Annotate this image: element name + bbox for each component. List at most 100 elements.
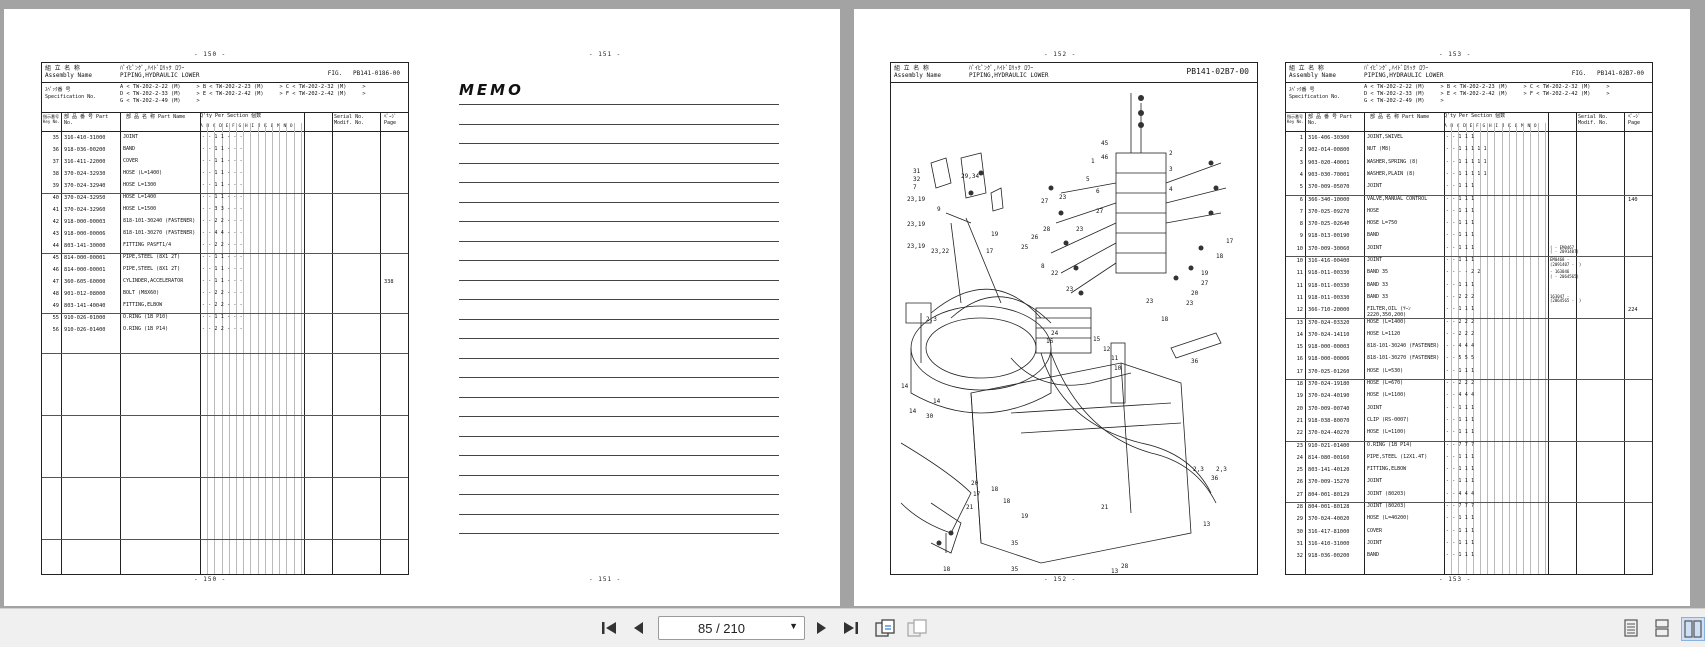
row-qty: - - 4 4 4 xyxy=(1446,393,1474,399)
callout-label: 15 xyxy=(1093,336,1101,343)
col-serial: Serial No. Modif. No. xyxy=(334,114,365,126)
row-part-name: JOINT xyxy=(1367,478,1383,485)
header-label-jp: 組 立 名 称 xyxy=(894,65,929,72)
memo-line xyxy=(459,104,779,105)
row-key-no: 29 xyxy=(1296,516,1303,523)
row-part-name: CLIP (RS-0007) xyxy=(1367,416,1410,423)
memo-line xyxy=(459,143,779,144)
prev-page-button[interactable] xyxy=(627,617,649,639)
single-page-view-button[interactable] xyxy=(1620,617,1642,639)
callout-label: 19 xyxy=(1021,513,1029,520)
figure-number: PB141-02B7-00 xyxy=(1597,70,1644,77)
row-qty: - - 1 1 - - - xyxy=(202,147,243,152)
callout-label: 26 xyxy=(1031,234,1039,241)
column-header: 指示番号 Key No.部 品 番 号 Part No.部 品 名 称 Part… xyxy=(1286,112,1652,132)
rotate-view-button[interactable] xyxy=(873,617,897,639)
row-part-name: FITTING PASFT1/4 xyxy=(123,242,172,248)
row-key-no: 23 xyxy=(1296,442,1303,449)
row-part-name: BAND 33 xyxy=(1367,281,1389,288)
row-key-no: 32 xyxy=(1296,553,1303,560)
row-part-no: 370-025-01260 xyxy=(1308,368,1350,375)
row-part-name: BAND 35 xyxy=(1367,269,1389,276)
row-part-no: 370-009-00740 xyxy=(1308,405,1350,412)
row-key-no: 1 xyxy=(1299,135,1303,141)
callout-label: 46 xyxy=(1101,154,1109,161)
row-qty: - - 1 1 - - - xyxy=(202,315,243,320)
callout-label: 19 xyxy=(1201,270,1209,277)
row-part-no: 370-024-40190 xyxy=(1308,393,1350,400)
last-page-icon xyxy=(844,622,858,634)
callout-label: 18 xyxy=(943,566,951,573)
row-qty: - - 1 1 1 xyxy=(1446,467,1474,473)
row-key-no: 47 xyxy=(52,279,59,285)
first-page-button[interactable] xyxy=(598,617,620,639)
row-qty: - - 1 1 1 xyxy=(1446,454,1474,460)
row-part-no: 910-026-01000 xyxy=(64,315,106,321)
memo-line xyxy=(459,182,779,183)
row-qty: - - 1 1 - - - xyxy=(202,195,243,200)
copy-button[interactable] xyxy=(905,617,929,639)
row-key-no: 28 xyxy=(1296,504,1303,510)
row-part-name: HOSE L=1400 xyxy=(123,194,157,200)
chevron-down-icon[interactable]: ▼ xyxy=(789,621,798,631)
memo-line xyxy=(459,318,779,320)
row-part-no: 902-014-00800 xyxy=(1308,147,1350,154)
row-qty: - - 2 2 2 xyxy=(1446,319,1474,325)
row-qty: - - 1 1 1 xyxy=(1446,245,1474,251)
page-number-field[interactable]: 85 / 210 ▼ xyxy=(658,616,805,640)
memo-line xyxy=(459,221,779,222)
row-qty: - - 1 1 1 xyxy=(1446,208,1474,214)
continuous-view-button[interactable] xyxy=(1651,617,1673,639)
callout-label: 23 xyxy=(1059,194,1067,201)
header-label-en: Assembly Name xyxy=(1289,72,1336,79)
row-part-no: 370-025-02640 xyxy=(1308,221,1350,228)
page-number-bottom: - 151 - xyxy=(589,576,622,583)
row-serial: EM0468 - (2091407 - ) xyxy=(1550,257,1582,267)
row-part-no: 814-080-00160 xyxy=(1308,454,1350,461)
next-page-button[interactable] xyxy=(811,617,833,639)
row-part-no: 366-340-10000 xyxy=(1308,196,1350,203)
memo-line xyxy=(459,396,779,398)
callout-label: 45 xyxy=(1101,140,1109,147)
row-page: 224 xyxy=(1628,307,1638,314)
figure-label: FIG. xyxy=(327,70,343,77)
col-qty: Q'ty Per Section 個数 xyxy=(1444,113,1506,119)
assembly-name-en: PIPING,HYDRAULIC LOWER xyxy=(969,72,1049,79)
row-part-name: HOSE L=750 xyxy=(1367,220,1398,227)
memo-line xyxy=(459,513,779,515)
row-part-no: 910-026-01400 xyxy=(64,327,106,333)
row-qty: - - 1 1 1 xyxy=(1446,196,1474,202)
row-part-name: HOSE (L=40200) xyxy=(1367,515,1410,522)
last-page-button[interactable] xyxy=(840,617,862,639)
page-indicator[interactable]: 85 / 210 xyxy=(698,621,745,636)
two-page-view-button[interactable] xyxy=(1681,617,1705,641)
callout-label: 31 xyxy=(913,168,921,175)
row-part-no: 370-009-15270 xyxy=(1308,479,1350,486)
page-number-bottom: - 153 - xyxy=(1439,576,1472,583)
callout-label: 7 xyxy=(913,184,917,191)
col-qty-letters: A B C D E F G H I J K L M N O xyxy=(200,124,293,129)
row-part-name: FITTING,ELBOW xyxy=(1367,466,1407,473)
callout-label: 19 xyxy=(991,231,999,238)
callout-label: 1 xyxy=(1091,158,1095,165)
row-key-no: 14 xyxy=(1296,331,1303,338)
row-key-no: 5 xyxy=(1299,184,1303,191)
row-part-name: PIPE,STEEL (12X1.4T) xyxy=(1367,453,1428,460)
callout-label: 2 xyxy=(1169,150,1173,157)
memo-line xyxy=(459,338,779,339)
next-page-icon xyxy=(817,622,826,634)
page-number-top: - 153 - xyxy=(1439,51,1472,58)
